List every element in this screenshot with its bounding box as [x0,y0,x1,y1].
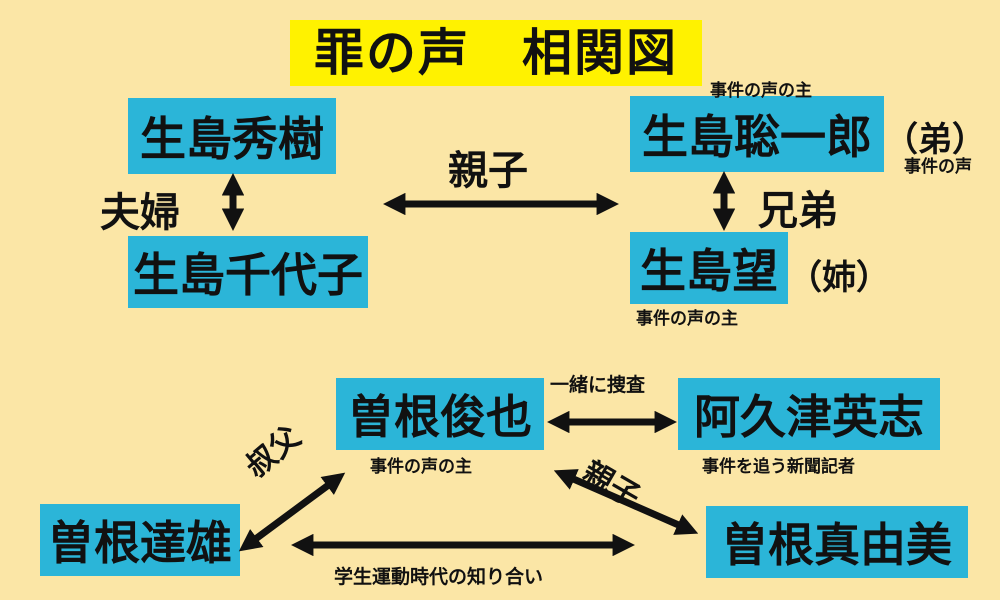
person-ikushima-chiyoko: 生島千代子 [128,236,368,308]
person-sone-mayumi: 曽根真由美 [706,506,968,578]
relation-label-investigate-together: 一緒に捜査 [550,374,646,396]
person-sone-tatsuo: 曽根達雄 [40,504,240,576]
diagram-title: 罪の声 相関図 [290,20,702,86]
note-nozomi-older-sister: （姉） [788,258,890,298]
relation-label-student-movement: 学生運動時代の知り合い [334,566,544,588]
note-akutsu-reporter: 事件を追う新聞記者 [702,457,855,477]
note-soichiro-younger-brother: （弟） [884,120,986,160]
relation-label-parent-child-top: 親子 [448,148,528,194]
note-soichiro-voice: 事件の声の主 [710,81,812,101]
note-soichiro-voice-right: 事件の声 [904,157,972,177]
arrow-parent-child-bottom [553,469,699,535]
note-toshiya-voice: 事件の声の主 [370,457,472,477]
person-ikushima-soichiro: 生島聡一郎 [630,96,884,172]
person-akutsu-eishi: 阿久津英志 [678,378,940,450]
person-sone-toshiya: 曽根俊也 [336,378,544,450]
arrow-uncle [238,472,346,552]
relation-label-couple: 夫婦 [100,190,180,236]
person-ikushima-nozomi: 生島望 [630,232,788,304]
note-nozomi-voice: 事件の声の主 [636,309,738,329]
relation-label-siblings: 兄弟 [758,188,838,234]
person-ikushima-hideki: 生島秀樹 [128,98,336,174]
